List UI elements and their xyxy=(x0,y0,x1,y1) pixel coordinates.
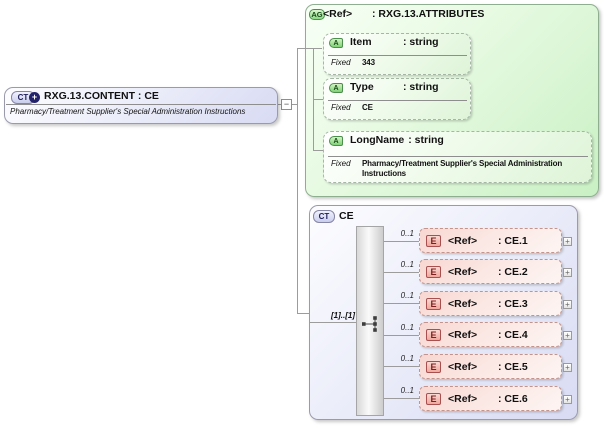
attribute-type: : string xyxy=(403,81,439,93)
expand-icon[interactable]: + xyxy=(563,395,572,404)
attribute-group-type: : RXG.13.ATTRIBUTES xyxy=(372,8,485,20)
element-name: <Ref> xyxy=(448,234,478,247)
element-icon: E xyxy=(426,360,441,373)
attribute-icon: A xyxy=(329,136,343,146)
element-ce5[interactable]: E <Ref> : CE.5 xyxy=(419,354,562,379)
attribute-name: LongName xyxy=(350,134,405,146)
ag-badge: AG xyxy=(309,9,325,20)
connector-line xyxy=(297,313,310,314)
fixed-label: Fixed xyxy=(331,103,351,112)
element-name: <Ref> xyxy=(448,360,478,373)
divider xyxy=(6,104,276,105)
element-ce4[interactable]: E <Ref> : CE.4 xyxy=(419,322,562,347)
element-type: : CE.3 xyxy=(498,297,528,310)
element-icon: E xyxy=(426,328,441,341)
connector-line xyxy=(309,322,356,323)
occurs-label: 0..1 xyxy=(400,354,414,363)
attribute-item[interactable]: A Item : string Fixed 343 xyxy=(323,33,471,75)
element-name: <Ref> xyxy=(448,297,478,310)
fixed-value: CE xyxy=(362,103,373,112)
content-type-box[interactable]: CT + RXG.13.CONTENT : CE Pharmacy/Treatm… xyxy=(4,87,278,124)
connector-line xyxy=(313,150,323,151)
attribute-title: LongName: string xyxy=(350,134,444,146)
attribute-longname[interactable]: A LongName: string Fixed Pharmacy/Treatm… xyxy=(323,131,592,183)
occurs-label: 0..1 xyxy=(400,323,414,332)
fixed-value: Pharmacy/Treatment Supplier's Special Ad… xyxy=(362,159,563,178)
connector-line xyxy=(297,48,298,314)
expand-icon[interactable]: + xyxy=(563,237,572,246)
element-icon: E xyxy=(426,297,441,310)
connector-line xyxy=(297,48,322,49)
fixed-value: 343 xyxy=(362,58,375,67)
fixed-label: Fixed xyxy=(331,159,351,168)
expand-icon[interactable]: + xyxy=(563,363,572,372)
attribute-name: Item xyxy=(350,36,372,48)
element-icon: E xyxy=(426,234,441,247)
model-group-bar xyxy=(356,226,384,416)
divider xyxy=(328,55,467,56)
occurs-label: 0..1 xyxy=(400,260,414,269)
element-ce2[interactable]: E <Ref> : CE.2 xyxy=(419,259,562,284)
element-name: <Ref> xyxy=(448,265,478,278)
occurs-label: 0..1 xyxy=(400,291,414,300)
compositor-icon xyxy=(362,316,377,332)
attribute-group-name: <Ref> xyxy=(323,8,353,20)
attribute-type: : string xyxy=(403,36,439,48)
attribute-icon: A xyxy=(329,83,343,93)
expand-plus-icon[interactable]: + xyxy=(29,92,40,103)
attribute-type-row[interactable]: A Type : string Fixed CE xyxy=(323,78,471,120)
expand-icon[interactable]: + xyxy=(563,300,572,309)
ct-badge: CT xyxy=(313,210,335,223)
connector-line xyxy=(384,335,419,336)
connector-line xyxy=(384,272,419,273)
connector-line xyxy=(313,99,323,100)
attribute-group-box[interactable]: AG <Ref> : RXG.13.ATTRIBUTES A Item : stri… xyxy=(305,4,599,197)
content-type-description: Pharmacy/Treatment Supplier's Special Ad… xyxy=(10,107,246,116)
connector-line xyxy=(384,303,419,304)
occurs-label: 0..1 xyxy=(400,229,414,238)
element-icon: E xyxy=(426,265,441,278)
complex-type-box[interactable]: CT CE [1]..[1] 0..1 0..1 0..1 0..1 0..1 … xyxy=(309,205,578,420)
attribute-icon: A xyxy=(329,38,343,48)
attribute-name: Type xyxy=(350,81,374,93)
attribute-title: Item : string xyxy=(350,36,439,48)
complex-type-name: CE xyxy=(339,210,354,222)
element-type: : CE.4 xyxy=(498,328,528,341)
element-type: : CE.1 xyxy=(498,234,528,247)
element-ce1[interactable]: E <Ref> : CE.1 xyxy=(419,228,562,253)
element-type: : CE.5 xyxy=(498,360,528,373)
connector-line xyxy=(384,241,419,242)
attribute-type: : string xyxy=(408,134,444,146)
cardinality-label: [1]..[1] xyxy=(331,311,355,320)
fixed-label: Fixed xyxy=(331,58,351,67)
expand-icon[interactable]: + xyxy=(563,268,572,277)
connector-line xyxy=(384,366,419,367)
element-ce6[interactable]: E <Ref> : CE.6 xyxy=(419,386,562,411)
content-type-title: RXG.13.CONTENT : CE xyxy=(44,90,159,102)
element-name: <Ref> xyxy=(448,392,478,405)
element-type: : CE.6 xyxy=(498,392,528,405)
element-type: : CE.2 xyxy=(498,265,528,278)
connector-line xyxy=(384,398,419,399)
element-name: <Ref> xyxy=(448,328,478,341)
occurs-label: 0..1 xyxy=(400,386,414,395)
connector-line xyxy=(276,104,281,105)
element-icon: E xyxy=(426,392,441,405)
divider xyxy=(328,100,467,101)
connector-line xyxy=(292,104,297,105)
element-ce3[interactable]: E <Ref> : CE.3 xyxy=(419,291,562,316)
collapse-minus-icon[interactable]: − xyxy=(281,99,292,110)
expand-icon[interactable]: + xyxy=(563,331,572,340)
attribute-group-title: <Ref> : RXG.13.ATTRIBUTES xyxy=(323,8,484,20)
attribute-title: Type : string xyxy=(350,81,439,93)
divider xyxy=(328,156,588,157)
